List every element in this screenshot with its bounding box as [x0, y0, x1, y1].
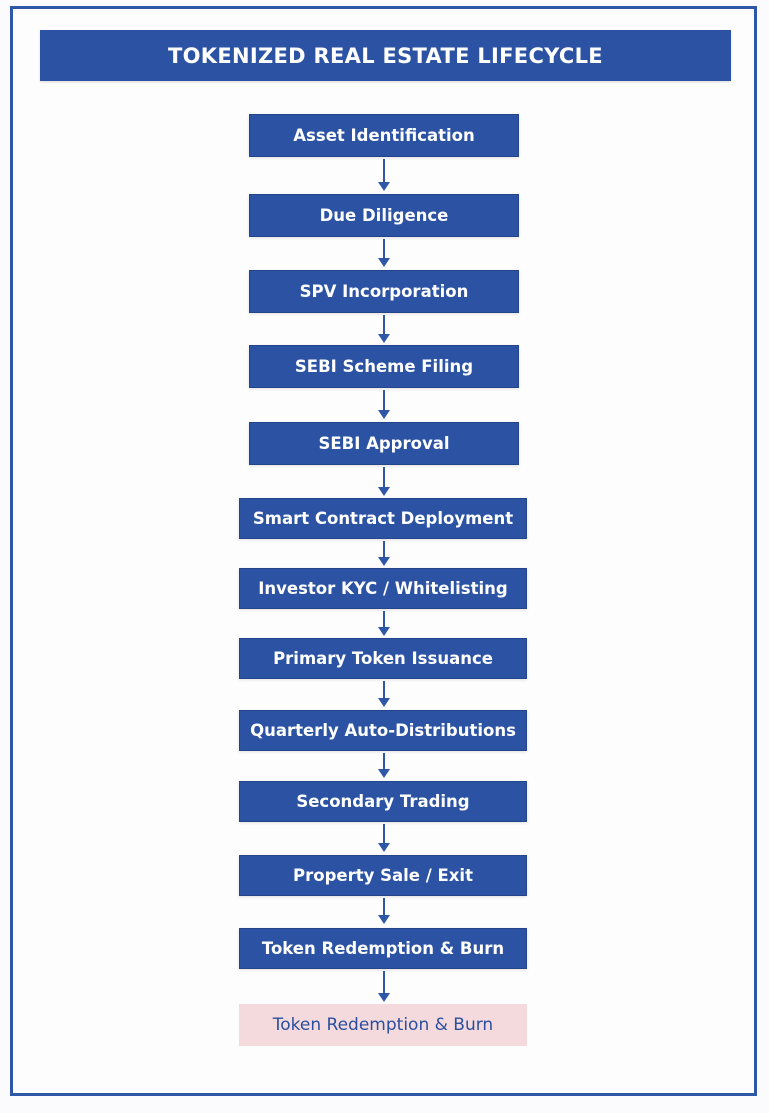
step-token-redemption-burn: Token Redemption & Burn: [239, 928, 527, 969]
step-investor-kyc-whitelisting: Investor KYC / Whitelisting: [239, 568, 527, 609]
step-secondary-trading: Secondary Trading: [239, 781, 527, 822]
arrow-down-icon: [378, 898, 390, 924]
step-property-sale-exit: Property Sale / Exit: [239, 855, 527, 896]
arrow-down-icon: [378, 824, 390, 852]
step-asset-identification: Asset Identification: [249, 114, 519, 157]
arrow-down-icon: [378, 541, 390, 566]
diagram-title: TOKENIZED REAL ESTATE LIFECYCLE: [40, 30, 731, 81]
step-primary-token-issuance: Primary Token Issuance: [239, 638, 527, 679]
arrow-down-icon: [378, 467, 390, 496]
arrow-down-icon: [378, 390, 390, 419]
arrow-down-icon: [378, 753, 390, 778]
step-quarterly-auto-distributions: Quarterly Auto-Distributions: [239, 710, 527, 751]
arrow-down-icon: [378, 971, 390, 1002]
step-due-diligence: Due Diligence: [249, 194, 519, 237]
step-spv-incorporation: SPV Incorporation: [249, 270, 519, 313]
step-sebi-scheme-filing: SEBI Scheme Filing: [249, 345, 519, 388]
step-sebi-approval: SEBI Approval: [249, 422, 519, 465]
arrow-down-icon: [378, 159, 390, 191]
arrow-down-icon: [378, 315, 390, 343]
arrow-down-icon: [378, 611, 390, 636]
step-smart-contract-deployment: Smart Contract Deployment: [239, 498, 527, 539]
arrow-down-icon: [378, 681, 390, 707]
step-token-redemption-burn-final: Token Redemption & Burn: [239, 1004, 527, 1046]
arrow-down-icon: [378, 239, 390, 267]
